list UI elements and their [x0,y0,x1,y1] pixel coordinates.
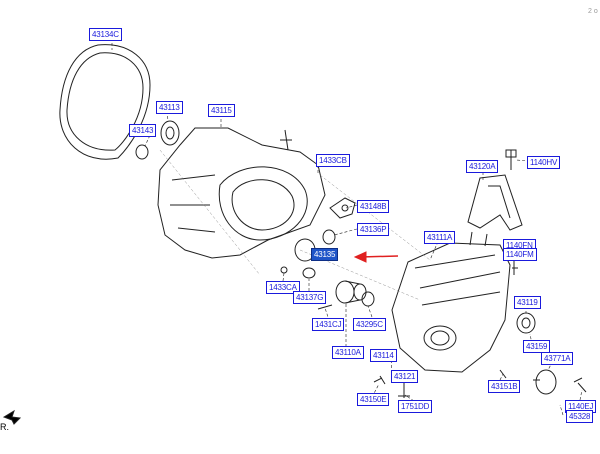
part-label-43135-selected[interactable]: 43135 [311,248,339,261]
part-label-43295c[interactable]: 43295C [353,318,386,331]
part-label-43115[interactable]: 43115 [208,104,235,117]
bearing-43113 [160,120,180,146]
plug-1433ca [280,266,288,274]
part-label-43119[interactable]: 43119 [514,296,541,309]
bearing-43295c [361,291,375,307]
gasket-43134c [59,44,151,160]
bearing-43110a [335,280,355,304]
part-label-43134c[interactable]: 43134C [89,28,122,41]
pin-1431cj [317,304,333,310]
part-label-1433cb[interactable]: 1433CB [316,154,350,167]
washer-43136p [322,229,336,245]
part-label-43151b[interactable]: 43151B [488,380,521,393]
part-label-43110a[interactable]: 43110A [332,346,364,359]
seal-43143 [135,144,149,160]
bolt-1140ej [573,377,587,393]
highlight-arrow [353,251,399,263]
seal-43119 [516,312,536,334]
part-label-1433ca[interactable]: 1433CA [266,281,300,294]
bolt-1140hv [505,149,517,170]
part-label-1431cj[interactable]: 1431CJ [312,318,345,331]
part-label-43121[interactable]: 43121 [391,370,419,383]
part-label-43114[interactable]: 43114 [370,349,397,362]
part-label-43150e[interactable]: 43150E [357,393,390,406]
part-label-43120a[interactable]: 43120A [466,160,499,173]
part-label-43137g[interactable]: 43137G [293,291,327,304]
part-label-43159[interactable]: 43159 [523,340,551,353]
corner-note: 2 o [588,8,598,15]
oring-43771a [535,369,557,395]
part-label-43136p[interactable]: 43136P [357,223,390,236]
part-label-45328[interactable]: 45328 [566,410,594,423]
bracket-43120a [467,174,523,231]
part-label-43148b[interactable]: 43148B [357,200,390,213]
part-label-43143[interactable]: 43143 [129,124,157,137]
part-label-43771a[interactable]: 43771A [541,352,574,365]
part-label-43113[interactable]: 43113 [156,101,183,114]
transaxle-housing-43111a [391,242,511,373]
part-label-1140hv[interactable]: 1140HV [527,156,561,169]
part-label-43111a[interactable]: 43111A [424,231,456,244]
part-label-1140fm[interactable]: 1140FM [503,248,537,261]
bearing-43137g [302,267,316,279]
front-mark-label: R. [0,422,9,432]
part-label-1751dd[interactable]: 1751DD [398,400,433,413]
clutch-housing-43115 [157,127,326,259]
bracket-43148b [329,197,356,219]
